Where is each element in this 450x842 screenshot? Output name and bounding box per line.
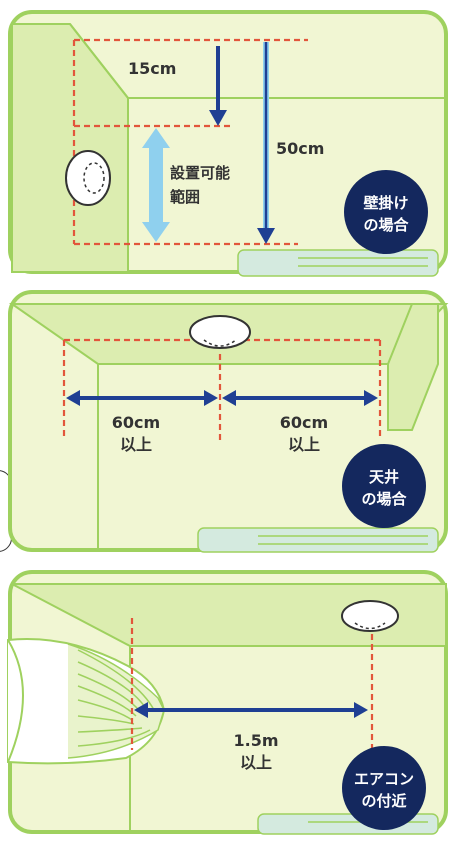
right-wall	[387, 303, 439, 431]
right-label-line1: 60cm	[280, 413, 328, 432]
badge-wall-mount: 壁掛け の場合	[344, 170, 428, 254]
guide-lines	[130, 618, 374, 770]
arrow-right-60cm	[222, 390, 378, 406]
aircon-illustration: 1.5m 以上 エアコン の付近	[7, 570, 448, 835]
arrow-left-60cm	[66, 390, 218, 406]
distance-label-line2: 以上	[240, 753, 272, 772]
label-50cm: 50cm	[276, 139, 324, 158]
badge-wall-line2: の場合	[363, 216, 409, 234]
ceiling-fixture	[197, 527, 439, 553]
ceiling-illustration: 60cm 以上 60cm 以上 天井 の場合	[8, 290, 449, 553]
badge-ceiling: 天井 の場合	[342, 444, 426, 528]
badge-aircon-line2: の付近	[361, 792, 406, 810]
badge-wall-line1: 壁掛け	[363, 194, 408, 212]
wall-mount-illustration: 15cm 50cm 設置可能 範囲 壁掛け の場合	[8, 10, 448, 277]
wall-fixture	[237, 249, 439, 277]
badge-aircon-line1: エアコン	[354, 770, 414, 788]
range-label-line1: 設置可能	[170, 164, 230, 182]
panel-ceiling: 60cm 以上 60cm 以上 天井 の場合	[8, 290, 450, 554]
left-label-line1: 60cm	[112, 413, 160, 432]
ceiling-band	[11, 583, 447, 647]
badge-aircon: エアコン の付近	[342, 746, 426, 830]
double-arrow-icon	[142, 128, 170, 242]
distance-label-line1: 1.5m	[233, 731, 278, 750]
range-label-line2: 範囲	[170, 188, 200, 206]
guide-lines	[62, 338, 382, 440]
badge-ceiling-line2: の場合	[361, 490, 407, 508]
panel-aircon: 1.5m 以上 エアコン の付近	[7, 570, 450, 836]
smoke-detector-icon	[341, 600, 399, 632]
smoke-detector-icon	[189, 315, 251, 349]
arrow-1-5m	[134, 702, 368, 718]
left-wall	[11, 23, 129, 273]
label-15cm: 15cm	[128, 59, 176, 78]
right-label-line2: 以上	[288, 435, 320, 454]
panel-wall-mount: 15cm 50cm 設置可能 範囲 壁掛け の場合	[8, 10, 450, 277]
left-label-line2: 以上	[120, 435, 152, 454]
air-conditioner-icon	[7, 638, 166, 765]
smoke-detector-icon	[65, 150, 111, 206]
arrow-15cm	[209, 46, 227, 126]
arrow-50cm	[257, 42, 275, 244]
guide-lines	[72, 38, 308, 246]
badge-ceiling-line1: 天井	[369, 468, 399, 486]
